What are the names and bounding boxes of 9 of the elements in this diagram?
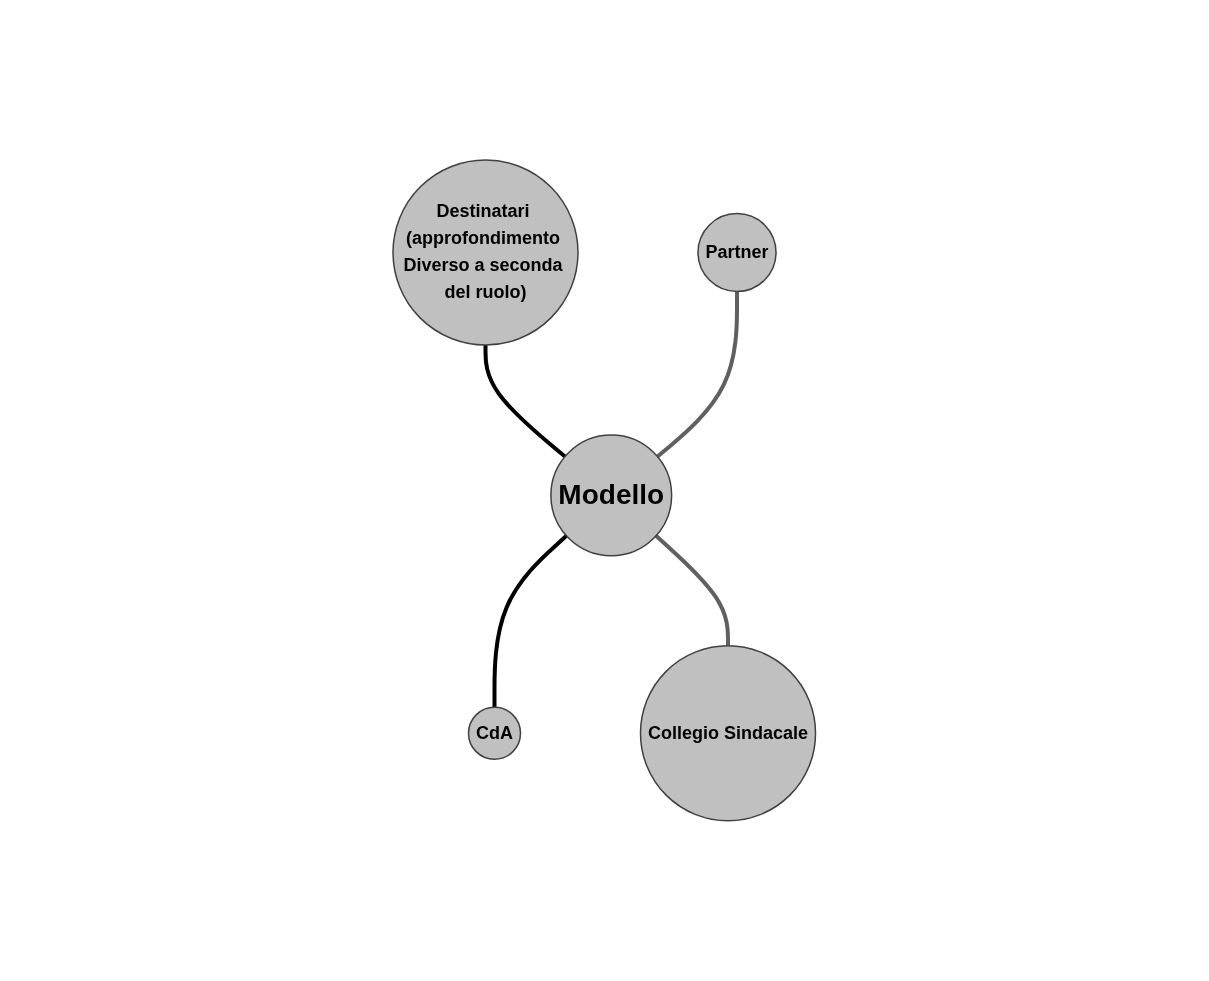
node-circle: Partner [697,212,777,293]
connector [492,534,568,708]
connector [656,291,740,459]
connector [654,534,731,646]
node-circle: Destinatari (approfondimento Diverso a seconda del ruolo) [392,159,579,346]
node-circle: Collegio Sindacale [639,645,817,822]
connector [483,345,567,459]
node-circle: CdA [468,706,522,761]
node-circle: Modello [550,434,673,557]
